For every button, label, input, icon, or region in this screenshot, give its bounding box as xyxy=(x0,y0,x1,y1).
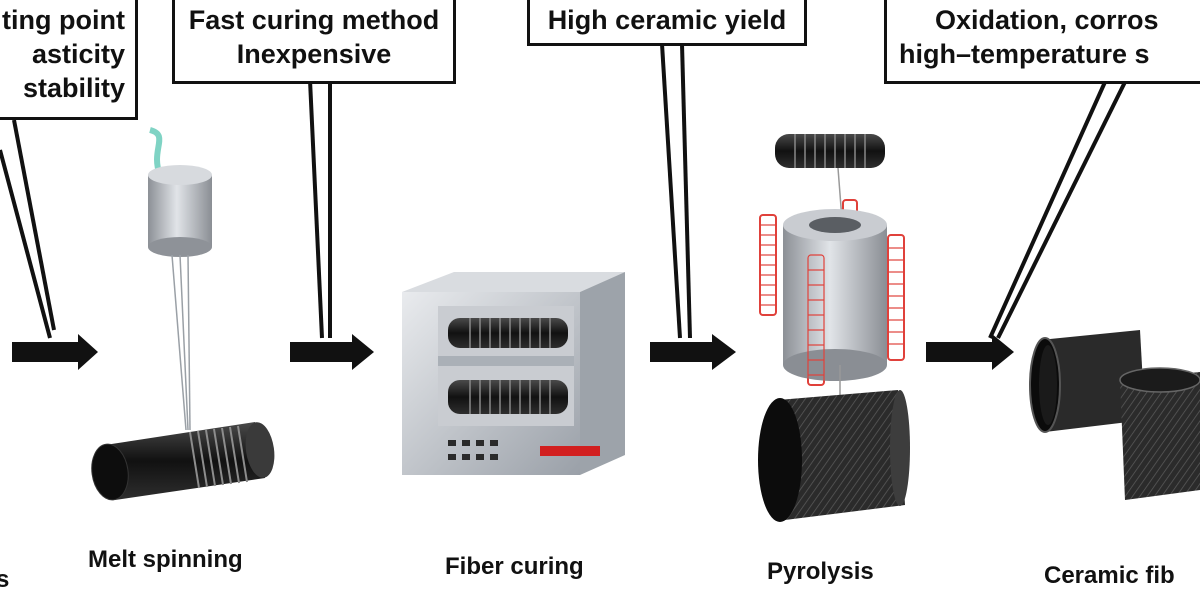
callout-line: Oxidation, corros xyxy=(935,5,1159,35)
leader-line-3 xyxy=(660,43,692,339)
callout-fiber-resistance: Oxidation, corros high–temperature s xyxy=(884,0,1200,84)
callout-line: high–temperature s xyxy=(899,39,1150,69)
arrow-2 xyxy=(290,334,374,370)
oven-display-panel xyxy=(540,446,600,456)
step-label-pyrolysis: Pyrolysis xyxy=(767,558,874,585)
step-label-melt-spinning: Melt spinning xyxy=(88,546,243,573)
ceramic-fiber-rolls-icon xyxy=(1029,330,1200,500)
callout-curing-advantages: Fast curing method Inexpensive xyxy=(172,0,456,84)
oven-control-buttons xyxy=(448,440,498,460)
callout-line: High ceramic yield xyxy=(547,5,787,35)
pyrolysis-furnace-icon xyxy=(758,134,910,522)
step-label-ceramic-fibers: Ceramic fib xyxy=(1044,562,1175,589)
curing-oven-icon xyxy=(402,272,625,475)
leader-line-2 xyxy=(308,79,332,339)
oven-spool-top xyxy=(448,318,568,348)
callout-ceramic-yield: High ceramic yield xyxy=(527,0,807,46)
ceramic-roll-front xyxy=(1119,367,1200,500)
step-label-precursor: s xyxy=(0,566,10,593)
arrow-4 xyxy=(926,334,1014,370)
spinneret-icon xyxy=(148,127,212,431)
ceramic-roll-back xyxy=(1029,330,1145,433)
leader-line-4 xyxy=(988,81,1127,339)
furnace-tube-icon xyxy=(783,209,887,400)
callout-melt-properties: ting point asticity stability xyxy=(0,0,138,120)
callout-line: ting point xyxy=(2,5,125,35)
source-spool-icon xyxy=(775,134,885,221)
callout-line: Fast curing method xyxy=(188,5,440,35)
callout-line: Inexpensive xyxy=(236,39,392,69)
arrow-3 xyxy=(650,334,736,370)
oven-spool-bottom xyxy=(448,380,568,414)
step-label-fiber-curing: Fiber curing xyxy=(445,553,584,580)
callout-line: stability xyxy=(22,73,125,103)
arrow-1 xyxy=(12,334,98,370)
leader-line-1 xyxy=(0,119,56,339)
callout-line: asticity xyxy=(31,39,125,69)
ceramic-drum-icon xyxy=(758,390,910,522)
fiber-spool-icon xyxy=(91,422,275,501)
